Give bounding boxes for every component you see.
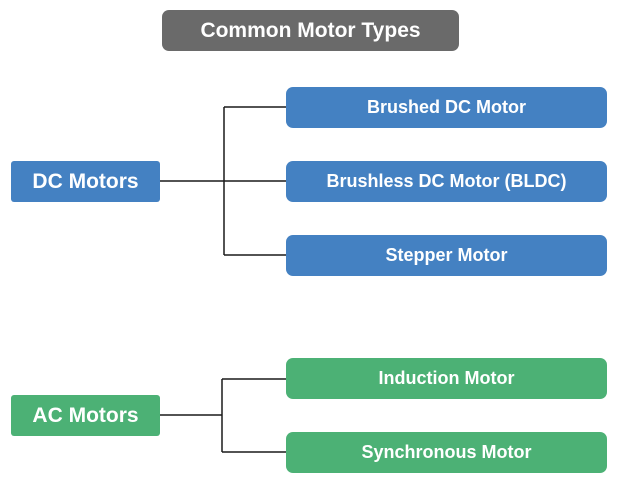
brushless-dc-motor-node: Brushless DC Motor (BLDC) [286, 161, 607, 202]
diagram-title: Common Motor Types [162, 10, 459, 51]
ac-motors-node: AC Motors [11, 395, 160, 436]
induction-motor-node: Induction Motor [286, 358, 607, 399]
synchronous-motor-node: Synchronous Motor [286, 432, 607, 473]
brushed-dc-motor-node: Brushed DC Motor [286, 87, 607, 128]
dc-motors-node: DC Motors [11, 161, 160, 202]
stepper-motor-node: Stepper Motor [286, 235, 607, 276]
